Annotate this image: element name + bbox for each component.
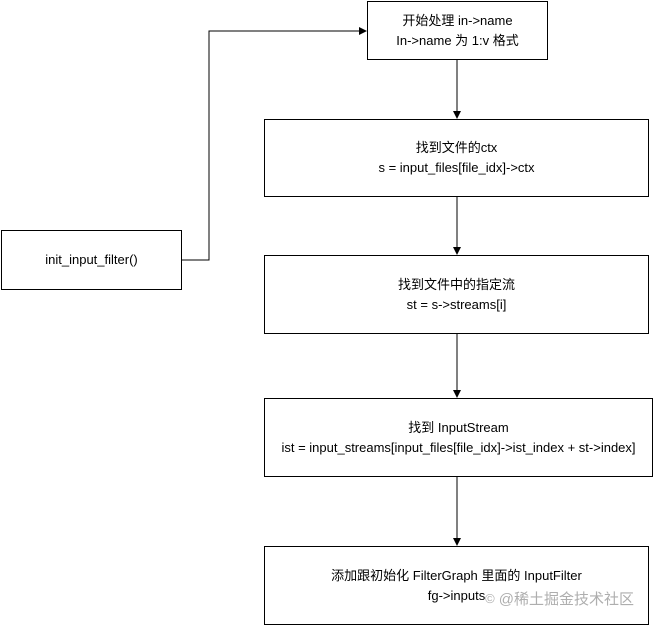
step-start-processing: 开始处理 in->name In->name 为 1:v 格式 bbox=[367, 1, 548, 60]
step-start-detail: In->name 为 1:v 格式 bbox=[396, 32, 519, 48]
copyright-icon: © bbox=[485, 591, 495, 606]
step-find-file-ctx-code: s = input_files[file_idx]->ctx bbox=[378, 160, 535, 175]
step-find-inputstream-title: 找到 InputStream bbox=[408, 419, 509, 435]
step-find-stream: 找到文件中的指定流 st = s->streams[i] bbox=[264, 255, 649, 334]
connector-entry-to-start bbox=[181, 27, 367, 261]
entry-box: init_input_filter() bbox=[1, 230, 182, 290]
step-add-inputfilter-title: 添加跟初始化 FilterGraph 里面的 InputFilter bbox=[331, 567, 582, 583]
step-add-inputfilter: 添加跟初始化 FilterGraph 里面的 InputFilter fg->i… bbox=[264, 546, 649, 625]
step-find-stream-title: 找到文件中的指定流 bbox=[397, 276, 515, 292]
step-find-file-ctx: 找到文件的ctx s = input_files[file_idx]->ctx bbox=[264, 119, 649, 197]
step-find-file-ctx-title: 找到文件的ctx bbox=[415, 140, 498, 155]
step-add-inputfilter-code: fg->inputs bbox=[427, 587, 486, 603]
watermark-text: @稀土掘金技术社区 bbox=[498, 591, 634, 608]
step-start-title: 开始处理 in->name bbox=[402, 12, 513, 28]
watermark: © @稀土掘金技术社区 bbox=[485, 588, 634, 609]
step-find-inputstream-code: ist = input_streams[input_files[file_idx… bbox=[281, 439, 636, 455]
step-find-inputstream: 找到 InputStream ist = input_streams[input… bbox=[264, 398, 653, 477]
entry-label: init_input_filter() bbox=[45, 252, 138, 267]
step-find-stream-code: st = s->streams[i] bbox=[406, 296, 507, 312]
